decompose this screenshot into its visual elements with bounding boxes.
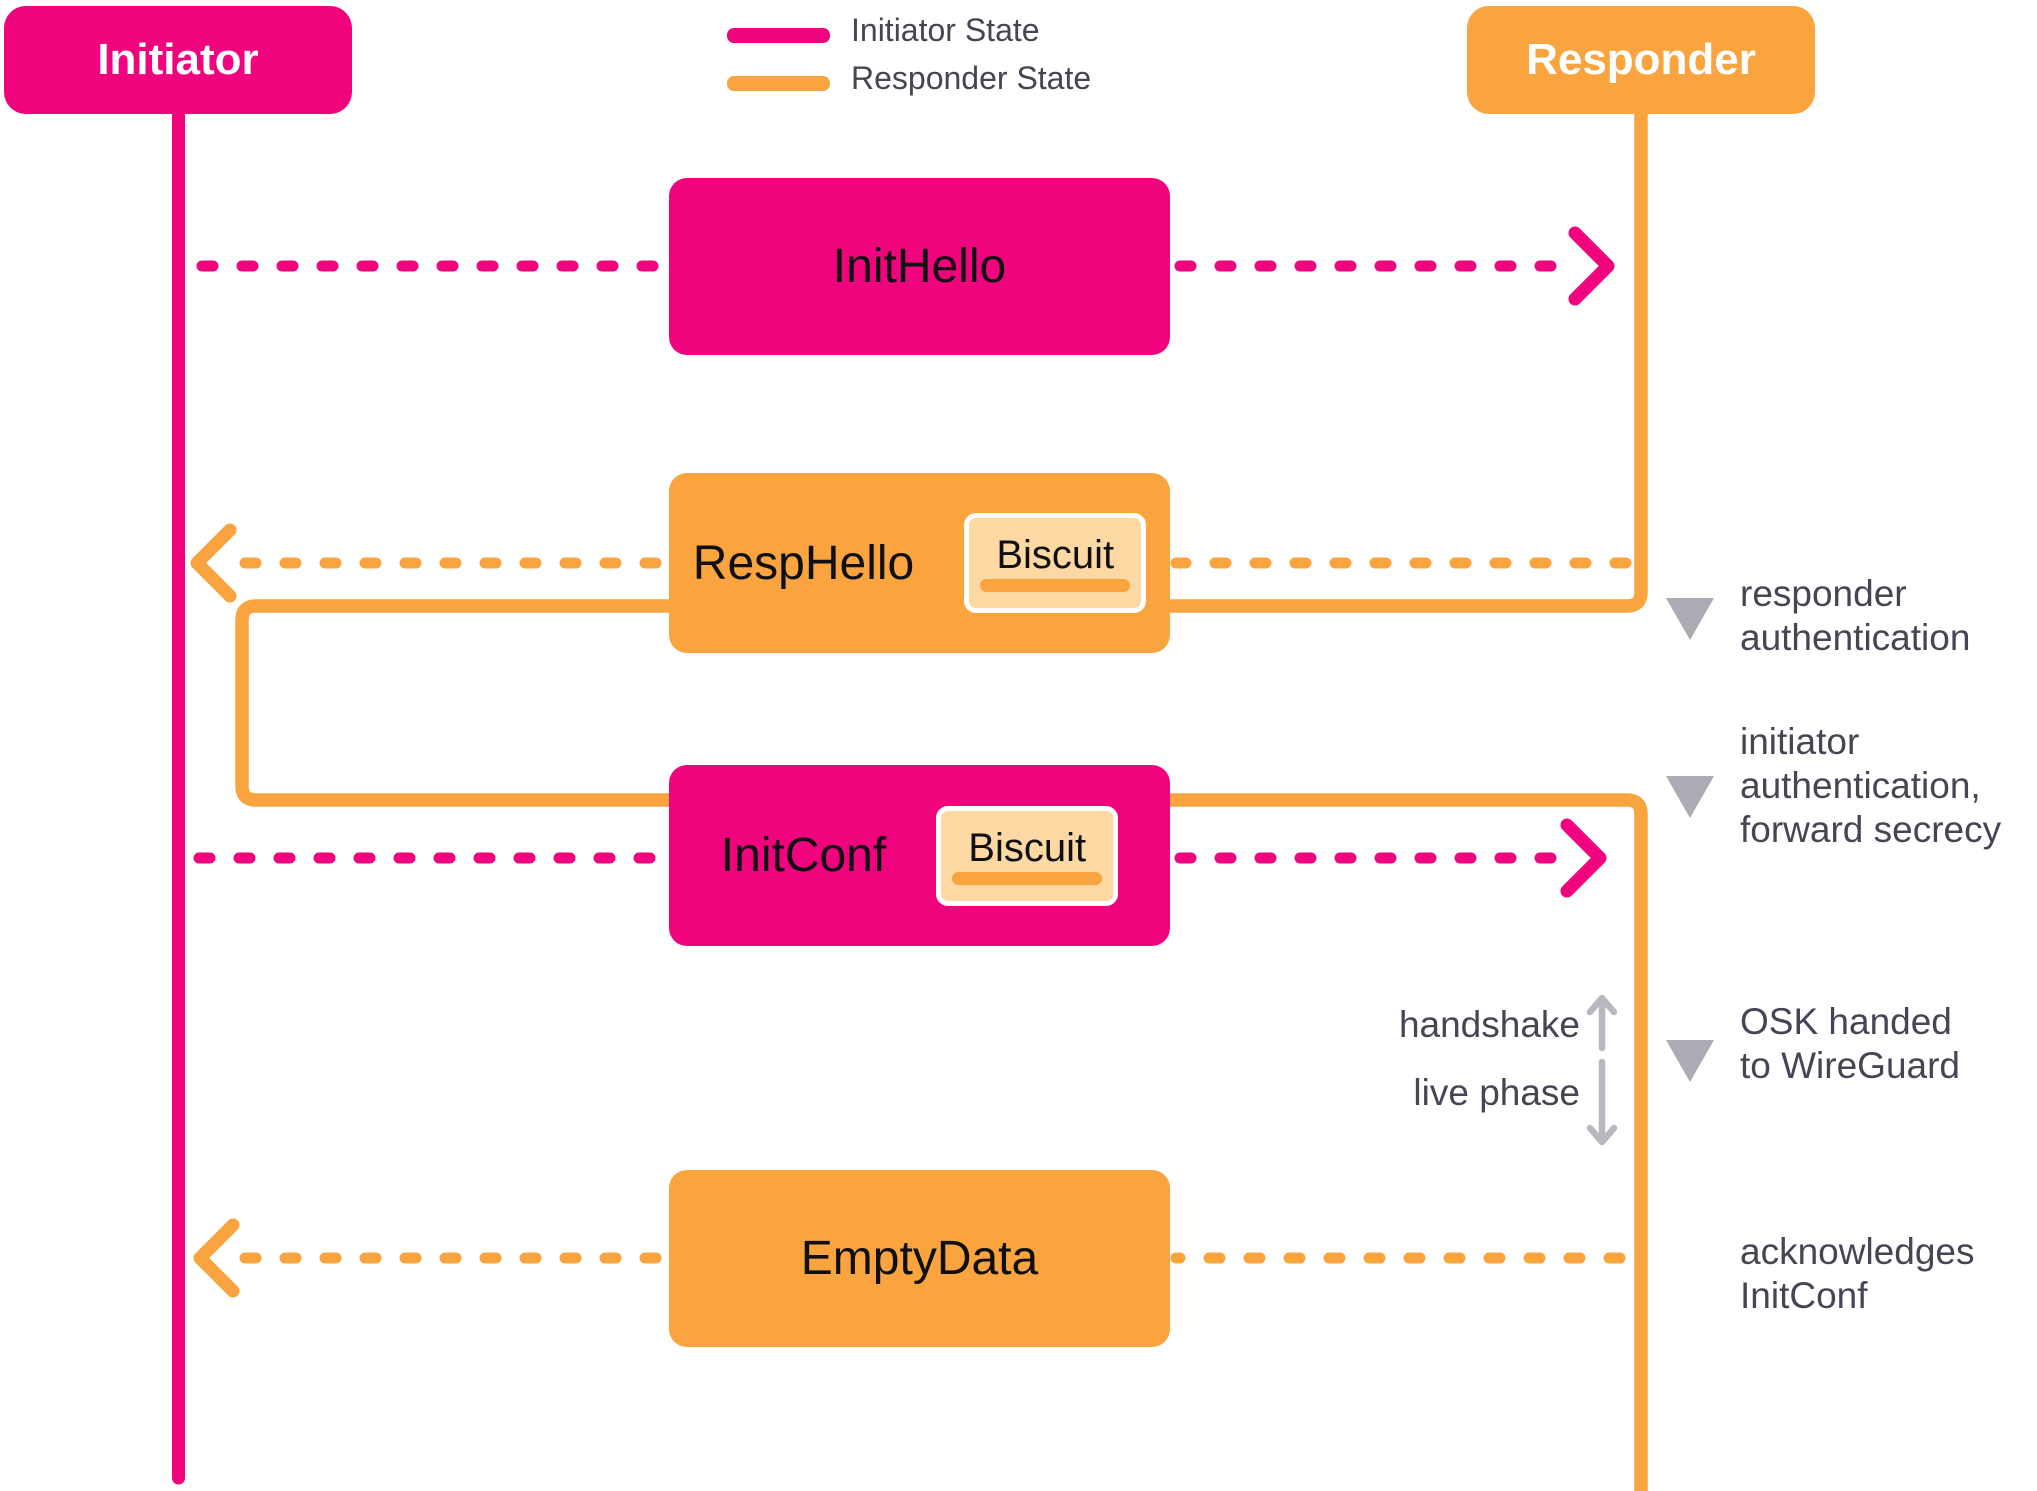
resp-hello-message-box: RespHello Biscuit <box>669 473 1170 653</box>
initiator-auth-annotation: initiator authentication, forward secrec… <box>1740 720 2001 852</box>
responder-auth-annotation: responder authentication <box>1740 572 1970 660</box>
empty-data-message-box: EmptyData <box>669 1170 1170 1347</box>
annotation-line: to WireGuard <box>1740 1045 1961 1086</box>
legend-responder-state-swatch <box>727 76 830 91</box>
handshake-phase-label: handshake <box>1398 1004 1580 1045</box>
biscuit-underline-bar <box>952 871 1103 885</box>
responder-auth-marker-triangle-icon <box>1666 598 1714 640</box>
biscuit-label: Biscuit <box>968 825 1087 870</box>
biscuit-underline-bar <box>980 579 1131 592</box>
handshake-up-arrow-icon <box>1586 994 1618 1052</box>
annotation-line: forward secrecy <box>1740 809 2002 850</box>
init-conf-biscuit-chip: Biscuit <box>936 805 1119 906</box>
annotation-line: InitConf <box>1740 1275 1868 1316</box>
resp-hello-label: RespHello <box>692 536 915 590</box>
annotation-line: acknowledges <box>1740 1231 1975 1272</box>
init-conf-label: InitConf <box>720 829 887 882</box>
init-hello-arrow <box>196 226 1615 306</box>
responder-actor-box: Responder <box>1467 6 1815 114</box>
init-conf-message-box: InitConf Biscuit <box>669 765 1170 946</box>
init-hello-message-box: InitHello <box>669 178 1170 355</box>
osk-annotation: OSK handed to WireGuard <box>1740 1000 1960 1088</box>
legend-responder-state-label: Responder State <box>851 60 1092 96</box>
right-arrowhead-icon <box>1560 818 1607 898</box>
live-phase-down-arrow-icon <box>1586 1058 1618 1146</box>
legend-initiator-state-label: Initiator State <box>851 12 1040 48</box>
live-phase-label: live phase <box>1413 1072 1580 1113</box>
annotation-line: initiator <box>1740 721 1860 762</box>
annotation-line: OSK handed <box>1740 1001 1952 1042</box>
left-arrowhead-icon <box>193 1218 240 1298</box>
init-conf-arrow <box>193 818 1607 898</box>
right-arrowhead-icon <box>1568 226 1615 306</box>
annotation-line: responder <box>1740 573 1907 614</box>
empty-data-arrow <box>193 1218 1626 1298</box>
initiator-actor-box: Initiator <box>4 6 352 114</box>
init-hello-label: InitHello <box>832 240 1007 293</box>
responder-actor-label: Responder <box>1526 35 1756 84</box>
resp-hello-arrow <box>190 523 1632 603</box>
annotation-line: authentication, <box>1740 765 1981 806</box>
osk-marker-triangle-icon <box>1666 1040 1714 1082</box>
legend-initiator-state-swatch <box>727 28 830 43</box>
responder-state-path <box>235 100 1648 1491</box>
empty-data-label: EmptyData <box>800 1232 1039 1285</box>
acknowledges-initconf-annotation: acknowledges InitConf <box>1740 1230 1974 1318</box>
biscuit-label: Biscuit <box>996 533 1115 577</box>
annotation-line: authentication <box>1740 617 1971 658</box>
initiator-actor-label: Initiator <box>97 35 259 84</box>
initiator-auth-marker-triangle-icon <box>1666 776 1714 818</box>
resp-hello-biscuit-chip: Biscuit <box>964 513 1147 613</box>
left-arrowhead-icon <box>190 523 237 603</box>
